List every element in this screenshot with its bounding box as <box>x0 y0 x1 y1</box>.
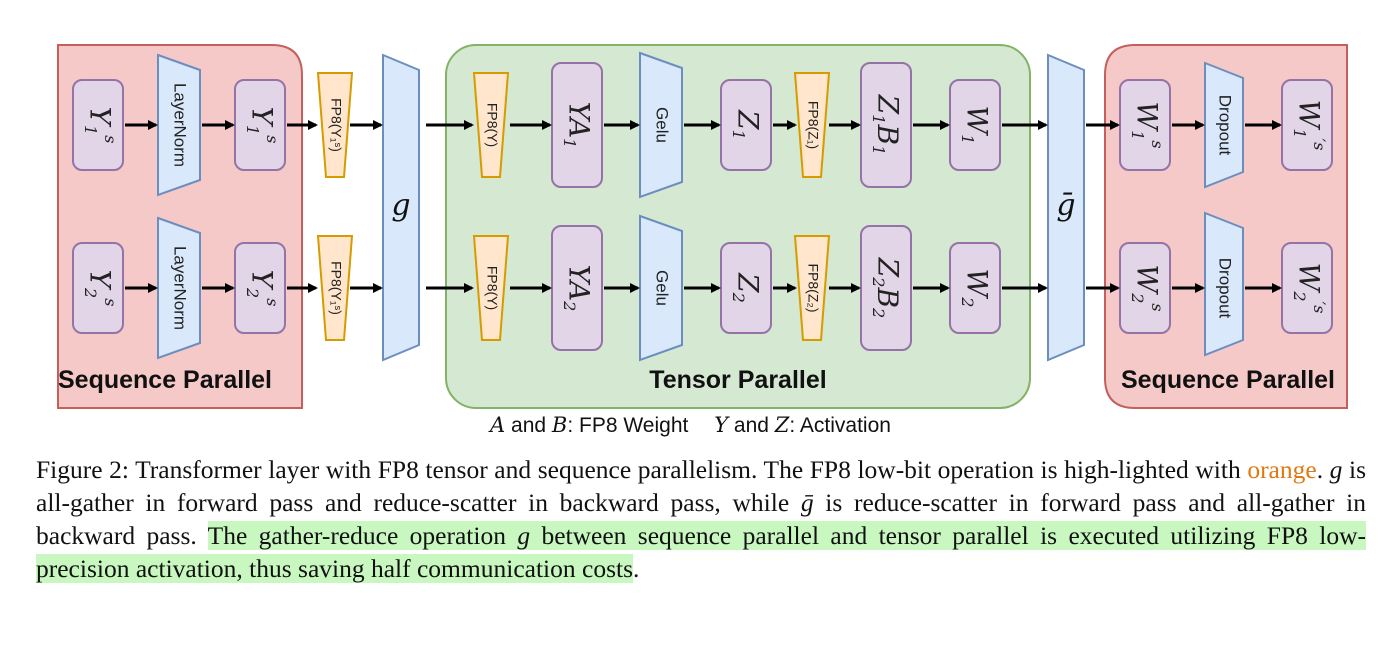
dropout-1-label: Dropout <box>1216 95 1235 156</box>
g-label: g <box>391 188 410 223</box>
gbar-reduce-scatter: ḡ <box>1047 53 1085 362</box>
caption-part-1: Figure 2: Transformer layer with FP8 ten… <box>36 455 1248 484</box>
w1s-box: W1s <box>1119 79 1171 171</box>
layernorm-2-label: LayerNorm <box>171 246 190 330</box>
gelu-1: Gelu <box>639 51 683 199</box>
ya1-box: YA1 <box>551 62 603 188</box>
z1-box: Z1 <box>720 79 772 171</box>
layernorm-1-label: LayerNorm <box>171 83 190 167</box>
caption-highlight-1: The gather-reduce operation <box>207 521 518 550</box>
z1b1-box: Z1B1 <box>860 62 912 188</box>
fp8-z1-label: FP8(Z₁) <box>805 101 821 149</box>
legend-weight: : FP8 Weight <box>567 414 688 437</box>
dropout-2: Dropout <box>1204 211 1244 357</box>
y2s-box: Y2s <box>72 242 124 334</box>
fp8-y1s-2: FP8(Y₁ˢ) <box>316 235 354 341</box>
layernorm-2: LayerNorm <box>157 216 201 360</box>
figure-caption: Figure 2: Transformer layer with FP8 ten… <box>36 453 1366 585</box>
caption-g-2: g <box>517 521 531 550</box>
fp8-y-2-label: FP8(Y) <box>484 266 500 310</box>
caption-part-3: is all-gather in forward pass and reduce… <box>36 455 1367 517</box>
svg-text:Z2B2: Z2B2 <box>870 257 905 318</box>
legend-b: B <box>551 413 567 437</box>
w2-box: W2 <box>949 242 1001 334</box>
caption-part-4: is reduce-scatter in forward pass and al… <box>36 488 1366 550</box>
fp8-y-1-label: FP8(Y) <box>484 103 500 147</box>
fp8-y-2: FP8(Y) <box>472 235 510 341</box>
legend-z: Z <box>774 413 790 437</box>
caption-gbar: ḡ <box>800 488 814 517</box>
tensor-parallel-label: Tensor Parallel <box>649 366 826 394</box>
gbar-label: ḡ <box>1056 188 1075 223</box>
gelu-2-label: Gelu <box>653 270 672 306</box>
w2s-box: W2s <box>1119 242 1171 334</box>
fp8-y-1: FP8(Y) <box>472 72 510 178</box>
ya2-box: YA2 <box>551 225 603 351</box>
dropout-2-label: Dropout <box>1216 258 1235 319</box>
sequence-parallel-left-label: Sequence Parallel <box>58 366 272 394</box>
caption-g-1: g <box>1329 455 1343 484</box>
z2b2-box: Z2B2 <box>860 225 912 351</box>
fp8-z2: FP8(Z₂) <box>793 235 831 341</box>
legend: A and B: FP8 Weight Y and Z: Activation <box>488 413 891 437</box>
fp8-y1s-2-label: FP8(Y₁ˢ) <box>328 261 344 315</box>
gelu-1-label: Gelu <box>653 107 672 143</box>
legend-and-2: and <box>734 414 769 437</box>
caption-part-2: . <box>1316 455 1330 484</box>
y2s-box-2: Y2s <box>234 242 286 334</box>
fp8-z1: FP8(Z₁) <box>793 72 831 178</box>
sequence-parallel-right-label: Sequence Parallel <box>1121 366 1335 394</box>
caption-part-5: . <box>633 554 640 583</box>
y1s-box: Y1s <box>72 79 124 171</box>
y1s-box-2: Y1s <box>234 79 286 171</box>
fp8-y1s-1-label: FP8(Y₁ˢ) <box>328 98 344 152</box>
svg-text:W1: W1 <box>959 106 994 145</box>
caption-orange-word: orange <box>1247 455 1317 484</box>
legend-a: A <box>488 413 505 437</box>
w1-box: W1 <box>949 79 1001 171</box>
w2s-prime-box: W2′s <box>1281 242 1333 334</box>
diagram: Y1s LayerNorm Y1s FP8(Y₁ˢ) Y2s LayerNorm… <box>57 44 1348 437</box>
w1s-prime-box: W1′s <box>1281 79 1333 171</box>
dropout-1: Dropout <box>1204 61 1244 189</box>
legend-activation: : Activation <box>789 414 891 437</box>
z2-box: Z2 <box>720 242 772 334</box>
legend-y: Y <box>714 413 730 437</box>
fp8-y1s-1: FP8(Y₁ˢ) <box>316 72 354 178</box>
fp8-z2-label: FP8(Z₂) <box>805 264 821 313</box>
legend-and-1: and <box>511 414 546 437</box>
g-all-gather: g <box>382 53 420 362</box>
layernorm-1: LayerNorm <box>157 53 201 197</box>
gelu-2: Gelu <box>639 214 683 362</box>
svg-text:Z1B1: Z1B1 <box>870 94 905 155</box>
